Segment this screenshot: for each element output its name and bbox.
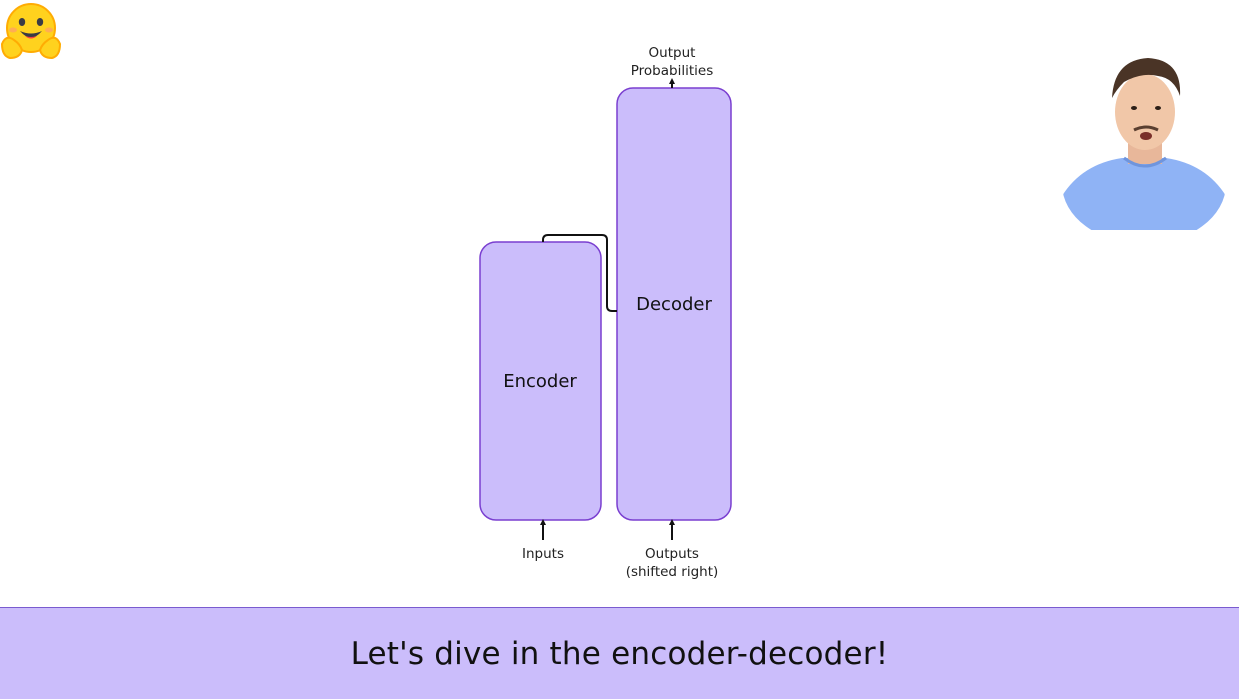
output-label-line2: Probabilities bbox=[631, 63, 713, 79]
output-probabilities-arrowhead bbox=[669, 78, 675, 84]
outputs-arrowhead bbox=[669, 519, 675, 525]
output-label-line1: Output bbox=[649, 45, 696, 61]
inputs-label: Inputs bbox=[522, 546, 564, 562]
encoder-label: Encoder bbox=[503, 371, 577, 392]
caption-text: Let's dive in the encoder-decoder! bbox=[350, 635, 889, 672]
outputs-label-line1: Outputs bbox=[645, 546, 699, 562]
decoder-label: Decoder bbox=[636, 294, 712, 315]
caption-bar: Let's dive in the encoder-decoder! bbox=[0, 607, 1239, 699]
decoder-block bbox=[616, 87, 732, 521]
outputs-label-line2: (shifted right) bbox=[626, 564, 719, 580]
inputs-arrowhead bbox=[540, 519, 546, 525]
encoder-decoder-diagram: Encoder Decoder Output Probabilities Inp… bbox=[479, 45, 732, 580]
presenter-webcam bbox=[1062, 58, 1226, 230]
hugging-face-logo-icon bbox=[0, 3, 62, 60]
encoder-to-decoder-connector bbox=[542, 234, 617, 312]
encoder-block bbox=[479, 241, 602, 521]
